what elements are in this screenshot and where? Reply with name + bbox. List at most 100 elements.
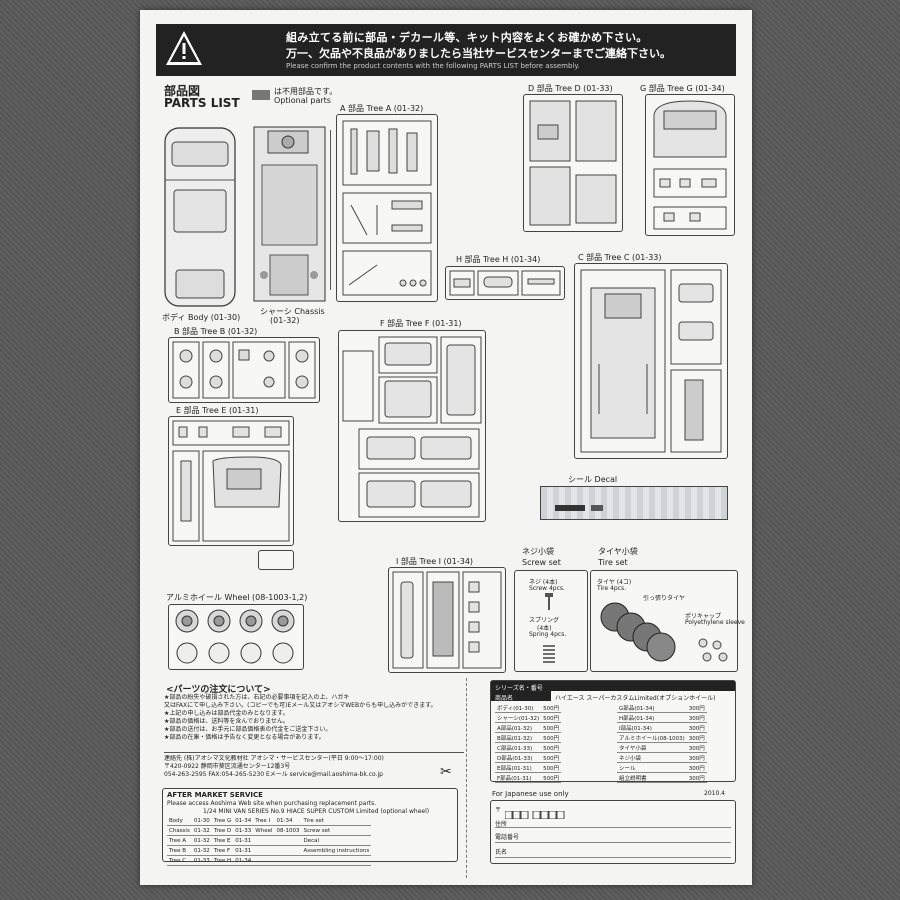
order-notes: ★部品の紛失や破損された方は、右記の必要事項を記入の上、ハガキ 又はFAXにて申… [164, 694, 464, 742]
price-row-cell: G部品(01-34) [617, 703, 687, 713]
price-row-cell: 500円 [541, 752, 562, 763]
price-row-cell: I部品(01-34) [617, 722, 687, 733]
tree-i-frame [388, 567, 506, 673]
price-row-cell: 500円 [541, 712, 562, 723]
order-line: ★上記の申し込みは部品代金のみとなります。 [164, 710, 289, 717]
screw-jp: ネジ (4本) [529, 579, 558, 586]
tree-c-label: C 部品 Tree C (01-33) [578, 253, 662, 262]
after-market-row-cell: 01-34 [274, 816, 302, 826]
name-label: 氏名 [495, 849, 508, 856]
tree-e-label: E 部品 Tree E (01-31) [176, 406, 259, 415]
after-market-row-cell: 01-34 [233, 855, 254, 866]
after-market-row-cell: Body [167, 816, 192, 826]
after-market-note: Please access Aoshima Web site when purc… [167, 800, 377, 807]
after-market-row-cell: 01-31 [233, 845, 254, 856]
product-value: ハイエース スーパーカスタムLimited(オプションホイール) [555, 695, 716, 702]
after-market-title: AFTER MARKET SERVICE [167, 791, 263, 799]
price-row-cell: 300円 [686, 732, 707, 743]
tree-h-label: H 部品 Tree H (01-34) [456, 255, 541, 264]
order-line: ★部品の価格は、送料等を含んでおりません。 [164, 718, 289, 725]
after-market-row-cell [253, 855, 275, 866]
tire-set-title-jp: タイヤ小袋 [598, 547, 638, 556]
warning-line-1: 組み立てる前に部品・デカール等、キット内容をよくお確かめ下さい。 [286, 31, 648, 44]
price-row-cell: 500円 [541, 732, 562, 743]
warning-header: 組み立てる前に部品・デカール等、キット内容をよくお確かめ下さい。 万一、欠品や不… [156, 24, 736, 76]
screw-icon [545, 593, 553, 610]
tire-jp: タイヤ (4コ) [597, 579, 632, 586]
price-row-cell: 300円 [686, 742, 707, 753]
tree-d-label: D 部品 Tree D (01-33) [528, 84, 613, 93]
series-label: シリーズ名・番号 [495, 685, 543, 692]
order-title: <パーツの注文について> [166, 685, 271, 695]
phone-line[interactable] [495, 842, 731, 843]
postal-label: 〒 [495, 807, 502, 814]
price-table-box: シリーズ名・番号 1/24 ミニバン シリーズ No.9 商品名 ハイエース ス… [490, 680, 736, 783]
tree-body-label: ボディ Body (01-30) [162, 313, 241, 322]
parts-list-title-en: PARTS LIST [164, 96, 240, 110]
spring-jp: スプリング [529, 617, 560, 624]
chassis-runner [330, 130, 331, 290]
tree-a-label: A 部品 Tree A (01-32) [340, 104, 424, 113]
after-market-row-cell: Decal [301, 835, 372, 846]
body-part-drawing [164, 127, 236, 307]
address-label: 住所 [495, 821, 508, 828]
postal-boxes[interactable] [504, 804, 575, 820]
price-row-cell: 組立説明書 [617, 772, 687, 783]
after-market-row-cell: Tire set [301, 816, 372, 826]
address-line[interactable] [495, 827, 731, 828]
price-row-cell: 500円 [541, 722, 562, 733]
spring-icon [543, 645, 555, 663]
price-row-cell: D部品(01-33) [495, 752, 542, 763]
price-row-cell: A部品(01-32) [495, 722, 542, 733]
cap-en: Polyethylene sleeve [685, 619, 745, 626]
after-market-row-cell: Wheel [253, 825, 275, 836]
tree-c-frame [574, 263, 728, 459]
tire-set-frame: タイヤ (4コ) Tire 4pcs. 引っ張りタイヤ ポリキャップ Polye… [590, 570, 745, 672]
after-market-row-cell: 01-32 [191, 825, 212, 836]
tire-icon [600, 602, 676, 662]
name-line[interactable] [495, 857, 731, 858]
after-market-row-cell: Tree F [211, 845, 234, 856]
price-row-cell: アルミホイール(08-1003) [617, 732, 687, 743]
jp-use-form[interactable]: 〒 住所 電話番号 氏名 [490, 800, 736, 864]
after-market-row-cell [274, 835, 302, 846]
price-row: C部品(01-33)500円 [495, 742, 562, 753]
after-market-row-cell: Tree D [211, 825, 234, 836]
tree-e-sub-frame [258, 550, 294, 570]
price-row-cell: C部品(01-33) [495, 742, 542, 753]
after-market-row-cell: Tree I [253, 816, 275, 826]
price-row: シャーシ(01-32)500円 [495, 712, 562, 723]
optional-swatch [252, 90, 270, 100]
after-market-box: AFTER MARKET SERVICE Please access Aoshi… [162, 788, 458, 866]
jp-use-title: For Japanese use only [492, 790, 569, 798]
screw-set-title-jp: ネジ小袋 [522, 547, 554, 556]
tree-e-frame [168, 416, 294, 546]
tree-i-label: I 部品 Tree I (01-34) [396, 557, 474, 566]
price-row-cell: 500円 [541, 742, 562, 753]
after-market-row-cell: 01-32 [191, 835, 212, 846]
series-value: 1/24 ミニバン シリーズ No.9 [591, 685, 672, 692]
scissors-icon: ✂ [440, 764, 452, 780]
contact-address: 〒420-0922 静岡市葵区流通センター12番3号 [164, 763, 291, 770]
price-row-cell: 300円 [686, 762, 707, 773]
after-market-row-cell: Assembling instructions [301, 845, 372, 856]
after-market-row-cell: Chassis [167, 825, 192, 836]
order-line: ★部品の紛失や破損された方は、右記の必要事項を記入の上、ハガキ [164, 694, 350, 701]
after-market-row-cell: Tree A [167, 835, 192, 846]
decal-label: シール Decal [568, 475, 618, 484]
product-label: 商品名 [495, 695, 514, 702]
price-row: I部品(01-34)300円 [617, 722, 707, 733]
tree-f-label: F 部品 Tree F (01-31) [380, 319, 462, 328]
tree-g-label: G 部品 Tree G (01-34) [640, 84, 725, 93]
price-row-cell: B部品(01-32) [495, 732, 542, 743]
tire-set-title-en: Tire set [598, 558, 628, 567]
after-market-row-cell: Tree B [167, 845, 192, 856]
jp-use-date: 2010.4 [704, 790, 725, 797]
